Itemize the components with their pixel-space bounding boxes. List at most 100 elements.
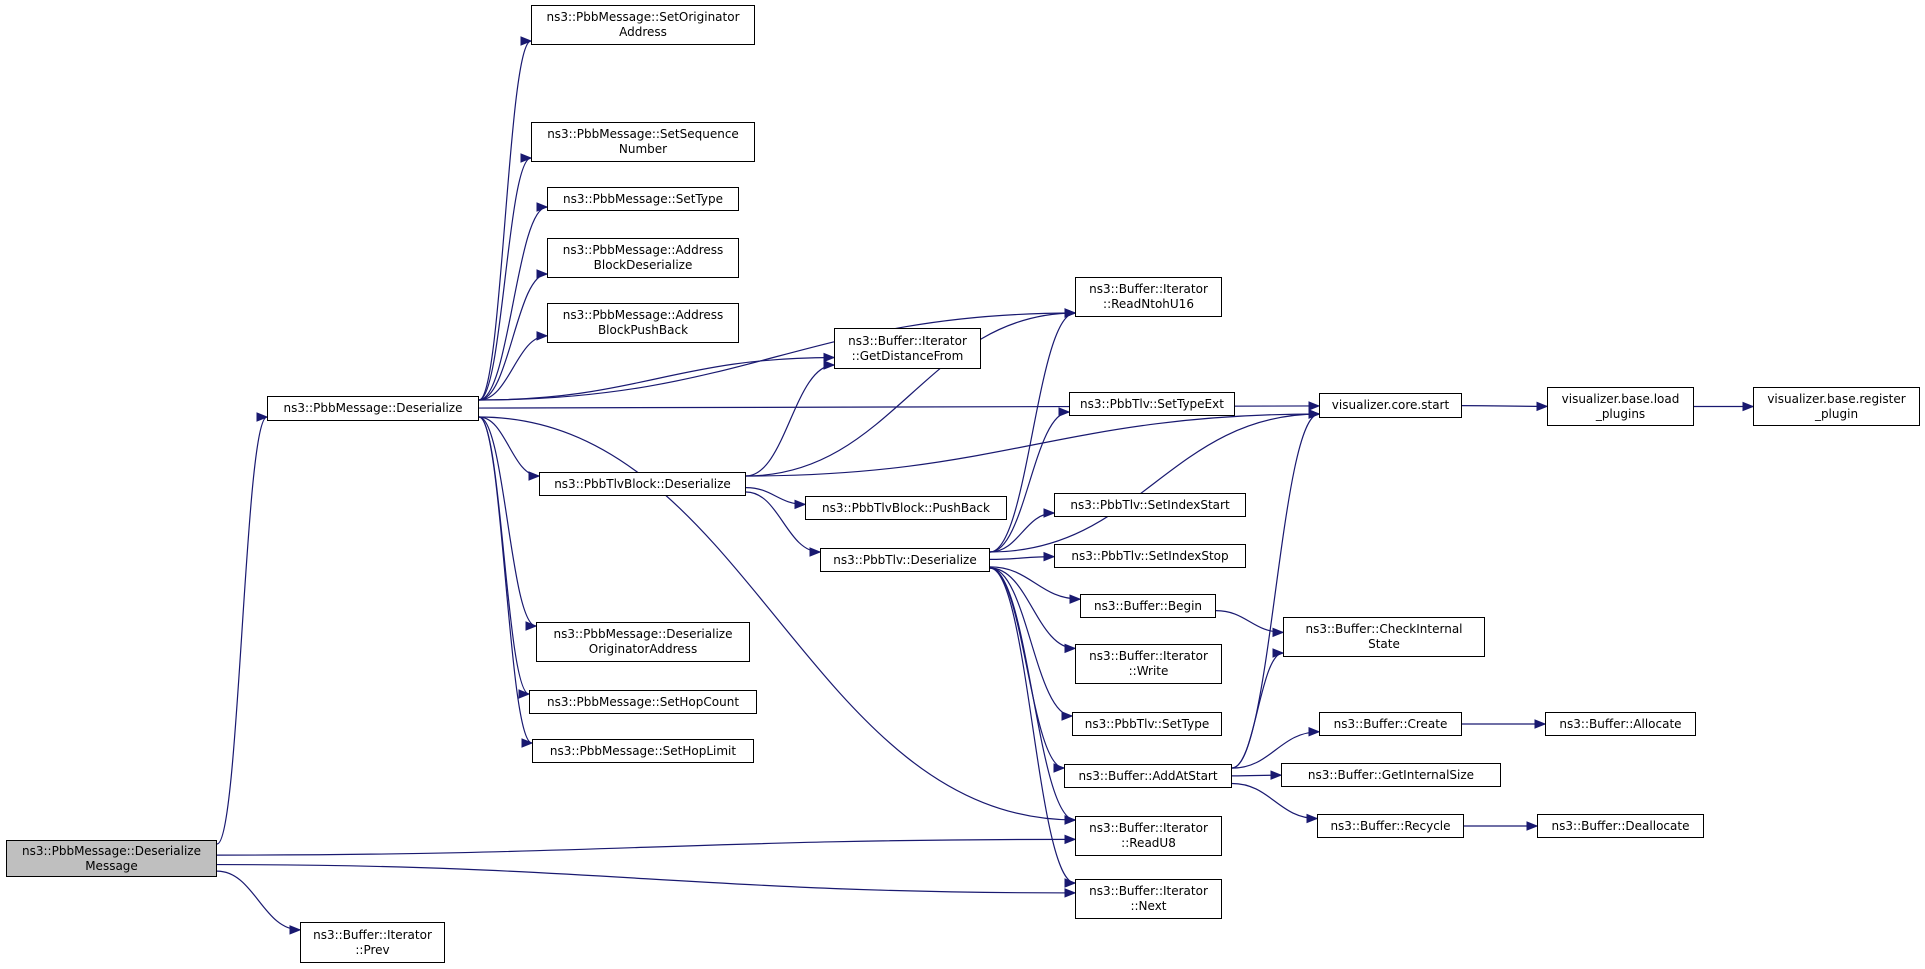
edge-arrowhead [1043, 551, 1056, 562]
edge-msg-deser-to-set-seq [478, 157, 532, 401]
node-label-line: ::ReadU8 [1121, 836, 1176, 850]
node-label-line: ns3::PbbMessage::Deserialize [283, 401, 463, 415]
graph-node-write[interactable]: ns3::Buffer::Iterator::Write [1075, 644, 1222, 684]
node-label-line: ns3::Buffer::Deallocate [1551, 818, 1690, 833]
graph-node-set-idxstop[interactable]: ns3::PbbTlv::SetIndexStop [1054, 544, 1246, 568]
edge-msg-deser-to-deser-orig [478, 416, 537, 627]
edge-arrowhead [536, 331, 549, 341]
graph-node-tlv-settype[interactable]: ns3::PbbTlv::SetType [1072, 712, 1222, 736]
graph-node-tlv-deser[interactable]: ns3::PbbTlv::Deserialize [820, 548, 990, 572]
graph-node-prev[interactable]: ns3::Buffer::Iterator::Prev [300, 922, 445, 963]
graph-node-get-dist[interactable]: ns3::Buffer::Iterator::GetDistanceFrom [834, 328, 981, 369]
graph-node-register-plugin[interactable]: visualizer.base.register_plugin [1753, 387, 1920, 426]
node-label-line: ns3::PbbMessage::Deserialize [22, 843, 201, 858]
node-label-line: _plugins [1595, 406, 1646, 421]
edge-root-to-prev [216, 870, 301, 931]
node-label-line: visualizer.base.register [1767, 391, 1906, 406]
edge-arrowhead [536, 269, 549, 279]
edge-arrowhead [809, 547, 822, 557]
edge-tlv-deser-to-next [989, 567, 1076, 884]
graph-node-next[interactable]: ns3::Buffer::Iterator::Next [1075, 879, 1222, 919]
edge-arrowhead [256, 412, 269, 422]
edge-arrowhead [1306, 813, 1319, 824]
edge-arrowhead [823, 360, 836, 370]
edge-add-at-start-to-create [1231, 731, 1320, 769]
graph-node-set-typeext[interactable]: ns3::PbbTlv::SetTypeExt [1069, 392, 1235, 416]
edge-arrowhead [528, 471, 541, 481]
node-label-line: OriginatorAddress [588, 642, 698, 656]
graph-node-load-plugins[interactable]: visualizer.base.load_plugins [1547, 387, 1694, 426]
edge-arrowhead [1536, 401, 1549, 412]
node-label-line: ns3::Buffer::Iterator [1089, 282, 1208, 296]
node-label-line: visualizer.base.load [1561, 391, 1680, 406]
edge-msg-deser-to-get-dist [478, 356, 835, 401]
graph-node-deallocate[interactable]: ns3::Buffer::Deallocate [1537, 814, 1704, 838]
edge-arrowhead [1272, 627, 1285, 638]
graph-node-read-u8[interactable]: ns3::Buffer::Iterator::ReadU8 [1075, 816, 1222, 856]
node-label-line: ns3::Buffer::Create [1333, 716, 1448, 731]
graph-node-set-idxstart[interactable]: ns3::PbbTlv::SetIndexStart [1054, 493, 1246, 517]
node-label-line: ns3::Buffer::Iterator [1089, 884, 1208, 898]
edge-arrowhead [518, 689, 531, 699]
edge-add-at-start-to-recycle [1231, 782, 1318, 820]
node-label-line: _plugin [1814, 406, 1859, 421]
graph-node-read-ntoh[interactable]: ns3::Buffer::Iterator::ReadNtohU16 [1075, 277, 1222, 317]
node-label-line: ns3::PbbMessage::SetHopCount [546, 694, 740, 709]
node-label-line: ns3::Buffer::AddAtStart [1078, 768, 1218, 783]
edge-root-to-read-u8 [216, 838, 1076, 856]
edge-tlvblock-deser-to-vis-start [745, 413, 1320, 477]
graph-node-create[interactable]: ns3::Buffer::Create [1319, 712, 1462, 736]
edge-msg-deser-to-read-u8 [478, 416, 1076, 821]
graph-node-tlvblock-deser[interactable]: ns3::PbbTlvBlock::Deserialize [539, 472, 746, 496]
graph-node-set-hopcount[interactable]: ns3::PbbMessage::SetHopCount [529, 690, 757, 714]
graph-node-get-isize[interactable]: ns3::Buffer::GetInternalSize [1281, 763, 1501, 787]
graph-node-allocate[interactable]: ns3::Buffer::Allocate [1545, 712, 1696, 736]
edge-root-to-msg-deser [216, 416, 268, 845]
graph-node-msg-deser[interactable]: ns3::PbbMessage::Deserialize [267, 396, 479, 421]
edge-arrowhead [1064, 834, 1077, 845]
node-label-line: ns3::Buffer::Iterator [313, 927, 432, 942]
edge-arrowhead [1064, 878, 1077, 888]
graph-node-set-hoplimit[interactable]: ns3::PbbMessage::SetHopLimit [532, 739, 754, 763]
node-label-line: Message [85, 858, 138, 873]
graph-node-recycle[interactable]: ns3::Buffer::Recycle [1317, 814, 1464, 838]
edge-arrowhead [1308, 401, 1321, 411]
node-label-line: ns3::Buffer::GetInternalSize [1307, 767, 1475, 782]
edge-root-to-next [216, 863, 1076, 894]
graph-node-add-at-start[interactable]: ns3::Buffer::AddAtStart [1064, 764, 1232, 788]
edge-vis-start-to-load-plugins [1461, 405, 1548, 407]
graph-node-vis-start[interactable]: visualizer.core.start [1319, 393, 1462, 418]
node-label-line: Address [619, 25, 667, 39]
node-label-line: ns3::PbbTlv::SetType [1084, 716, 1210, 731]
node-label-line: ns3::PbbMessage::Deserialize [553, 627, 733, 641]
graph-node-begin[interactable]: ns3::Buffer::Begin [1080, 594, 1216, 618]
graph-node-tlvblock-push[interactable]: ns3::PbbTlvBlock::PushBack [805, 496, 1007, 520]
node-label-line: ns3::PbbMessage::SetHopLimit [549, 743, 737, 758]
edge-arrowhead [1064, 308, 1077, 318]
edge-arrowhead [1534, 719, 1547, 729]
edge-tlv-deser-to-tlv-settype [989, 567, 1073, 717]
edge-arrowhead [1064, 815, 1077, 825]
edge-arrowhead [1272, 648, 1285, 658]
node-label-line: ns3::PbbMessage::SetSequence [547, 127, 739, 141]
edge-msg-deser-to-set-type [478, 206, 548, 401]
node-label-line: ns3::PbbTlv::SetIndexStart [1070, 497, 1230, 512]
edge-arrowhead [1064, 643, 1077, 654]
node-label-line: ns3::PbbMessage::SetOriginator [546, 10, 740, 24]
edge-arrowhead [1069, 594, 1082, 604]
edge-tlv-deser-to-read-u8 [989, 567, 1076, 821]
node-label-line: ns3::Buffer::CheckInternal [1305, 622, 1463, 636]
graph-node-set-type[interactable]: ns3::PbbMessage::SetType [547, 187, 739, 211]
edge-tlv-deser-to-vis-start [989, 413, 1320, 553]
node-label-line: ::GetDistanceFrom [851, 348, 964, 363]
edge-msg-deser-to-addr-deser [478, 273, 548, 401]
node-label-line: BlockDeserialize [593, 258, 693, 272]
